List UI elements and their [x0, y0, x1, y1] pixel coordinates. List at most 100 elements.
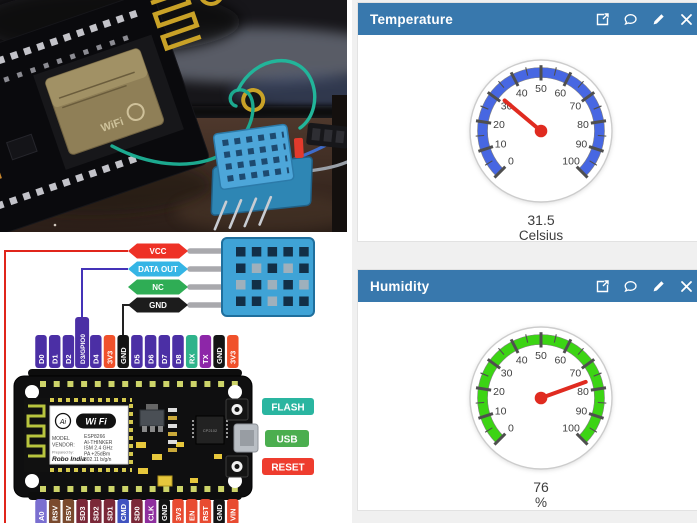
- module-text: ISM 2.4 GHz: [84, 446, 113, 452]
- dht11-hole: [251, 263, 262, 273]
- humidity-value: 76: [533, 479, 549, 495]
- humidity-widget-header[interactable]: Humidity: [358, 270, 697, 302]
- gauge-needle-hub: [534, 391, 548, 405]
- pin-body: [131, 499, 143, 525]
- pin-label: D2: [64, 354, 73, 364]
- teal-wire: [236, 58, 317, 130]
- pin-sd2: SD2: [90, 499, 102, 525]
- pin-body: [172, 499, 184, 525]
- humidity-units: %: [534, 495, 547, 511]
- gauge-needle: [502, 98, 543, 133]
- capacitor: [136, 442, 146, 448]
- close-icon[interactable]: [679, 279, 694, 294]
- hex-label-shape: [128, 279, 188, 295]
- pin-rx: RX: [185, 335, 198, 368]
- pin-body: [144, 499, 157, 525]
- gauge-minor-tick: [597, 401, 607, 404]
- edit-icon[interactable]: [651, 12, 666, 27]
- temperature-units: Celsius: [518, 228, 564, 244]
- gauge-minor-tick: [525, 67, 529, 76]
- gauge-tick-label: 80: [577, 119, 589, 131]
- pin-cmd: CMD: [117, 499, 129, 525]
- gauge-tick-label: 30: [501, 368, 513, 380]
- brand-text: Robo India: [52, 456, 86, 463]
- connector-slot: [311, 128, 321, 141]
- pin-body: [117, 499, 129, 525]
- flash-label-bg: [262, 398, 314, 415]
- gauge-minor-tick: [525, 334, 529, 343]
- gauge-tick-label: 0: [508, 156, 514, 168]
- module-text: MODEL: [52, 436, 70, 442]
- teal-wire: [110, 88, 255, 166]
- pin-label: D0: [37, 354, 46, 364]
- pin-vin: VIN: [227, 499, 239, 525]
- module-text: 802.11 b/g/n: [84, 457, 112, 463]
- widget-actions: [595, 12, 697, 27]
- pin-en: EN: [185, 499, 198, 525]
- gauge-major-tick: [486, 358, 502, 370]
- hex-label-shape: [128, 243, 188, 259]
- pin-label: A0: [37, 511, 46, 521]
- expand-icon[interactable]: [595, 12, 610, 27]
- edit-icon[interactable]: [651, 279, 666, 294]
- usb-label-text: USB: [276, 435, 297, 446]
- pin-label: D1: [51, 354, 60, 364]
- close-icon[interactable]: [679, 12, 694, 27]
- comment-icon[interactable]: [623, 279, 638, 294]
- board-components: CP2102: [136, 398, 259, 487]
- gauge-minor-tick: [484, 160, 493, 166]
- pin-body: [35, 499, 47, 525]
- gauge-tick-label: 90: [576, 139, 588, 151]
- temperature-widget-header[interactable]: Temperature: [358, 3, 697, 35]
- gauge-tick-label: 10: [495, 139, 507, 151]
- flash-label: FLASH: [262, 398, 314, 415]
- pin-body: [103, 499, 116, 525]
- pin-d8: D8: [172, 335, 184, 368]
- wire-connector: [306, 122, 347, 149]
- usb-uart-chip: [195, 415, 225, 445]
- expand-icon[interactable]: [595, 279, 610, 294]
- photo-nodemcu-dht11: WiFi: [0, 0, 347, 232]
- gauge-tick-label: 60: [554, 355, 566, 367]
- pin-body: [75, 317, 90, 368]
- module-text: Prepared by:: [52, 451, 74, 455]
- comment-icon[interactable]: [623, 12, 638, 27]
- dht11-hole: [267, 247, 278, 257]
- gauge-minor-tick: [480, 105, 489, 110]
- gauge-major-tick: [575, 165, 589, 179]
- hex-label-shape: [128, 261, 188, 277]
- gauge-minor-tick: [498, 347, 505, 356]
- gauge-tick-label: 40: [516, 88, 528, 100]
- board-edge-bumps: [28, 369, 242, 377]
- capacitor: [157, 475, 173, 487]
- gauge-minor-tick: [577, 80, 584, 89]
- pin-pad-row: [0, 7, 145, 83]
- gauge-tick-label: 50: [535, 83, 547, 95]
- pin-d0: D0: [35, 335, 47, 368]
- ai-logo-text: Ai: [59, 419, 67, 426]
- pin-body: [117, 335, 129, 368]
- widget-title: Temperature: [370, 11, 453, 27]
- pin-label: 3V3: [105, 351, 114, 364]
- pin-d5: D5: [131, 335, 143, 368]
- pin-label: RSV: [51, 506, 60, 521]
- dht11-hole: [236, 263, 246, 273]
- capacitor: [152, 454, 162, 460]
- nodemcu-board: Ai Wi Fi MODEL VENDOR: ESP8266 AI-THINKE…: [13, 369, 259, 500]
- usb-label: USB: [265, 430, 309, 447]
- pin-body: [48, 499, 61, 525]
- wire-vcc: [4, 250, 128, 523]
- pin-label: D4: [92, 354, 101, 364]
- dht11-hole: [251, 280, 262, 290]
- pin-label: RSV: [64, 506, 73, 521]
- module-text: AI-THINKER: [84, 440, 113, 446]
- pin-body: [199, 499, 212, 525]
- gauge-major-tick: [486, 91, 502, 103]
